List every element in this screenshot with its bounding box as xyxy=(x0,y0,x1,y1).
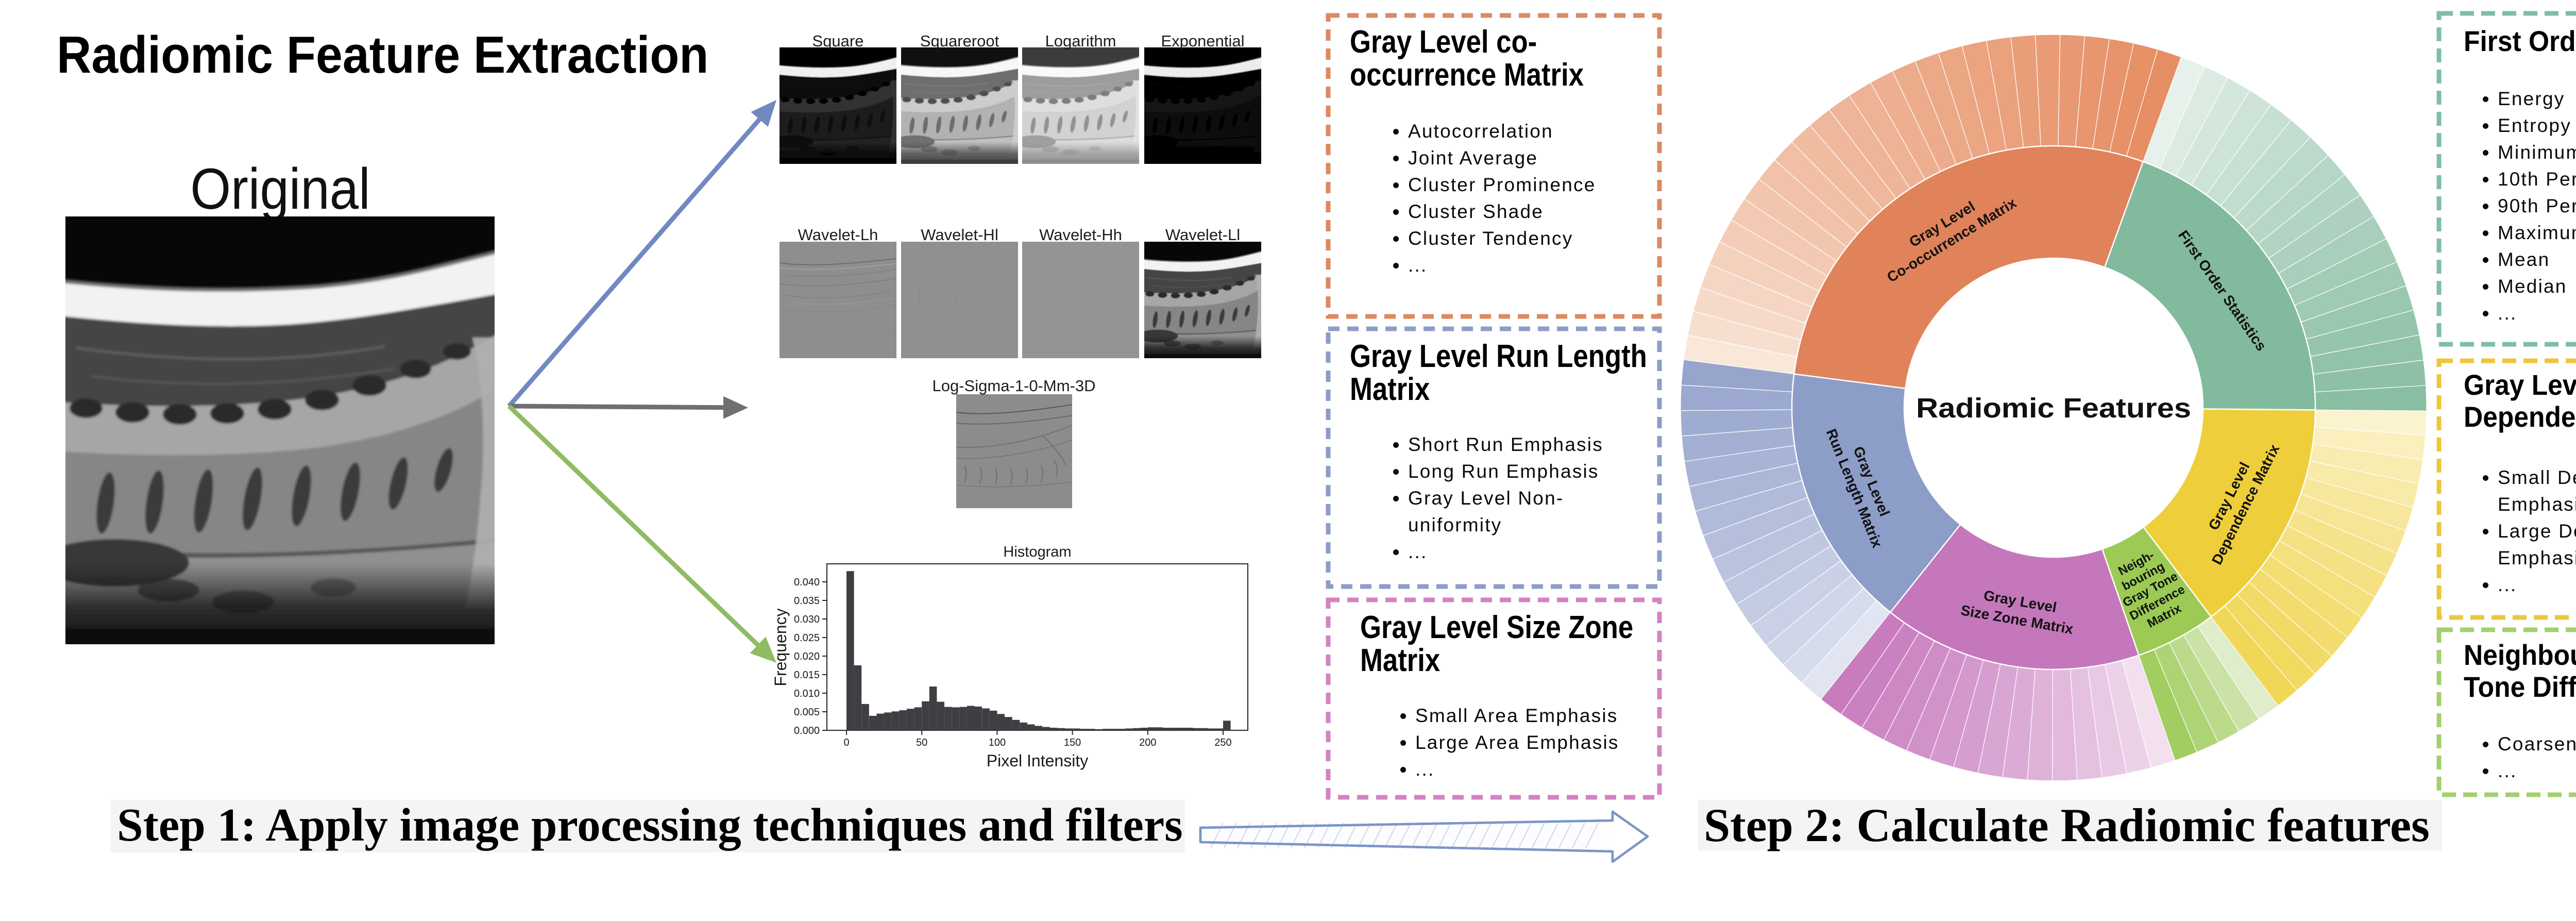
svg-text:200: 200 xyxy=(1139,737,1156,748)
svg-text:Frequency: Frequency xyxy=(771,608,790,686)
svg-text:0.035: 0.035 xyxy=(794,595,820,607)
svg-text:50: 50 xyxy=(916,737,927,748)
svg-text:Radiomic Features: Radiomic Features xyxy=(1916,393,2191,424)
svg-text:0.040: 0.040 xyxy=(794,577,820,588)
svg-text:Pixel Intensity: Pixel Intensity xyxy=(987,751,1088,770)
svg-text:100: 100 xyxy=(989,737,1006,748)
svg-text:0.015: 0.015 xyxy=(794,669,820,681)
svg-text:0.030: 0.030 xyxy=(794,614,820,625)
svg-text:0.005: 0.005 xyxy=(794,707,820,718)
svg-text:150: 150 xyxy=(1064,737,1081,748)
svg-text:0: 0 xyxy=(843,737,849,748)
svg-text:0.025: 0.025 xyxy=(794,632,820,644)
svg-text:0.000: 0.000 xyxy=(794,725,820,736)
svg-text:0.010: 0.010 xyxy=(794,688,820,699)
svg-text:0.020: 0.020 xyxy=(794,651,820,662)
svg-text:Neigh-bouringGray ToneDifferen: Neigh-bouringGray ToneDifferenceMatrix xyxy=(2106,543,2194,636)
svg-text:Histogram: Histogram xyxy=(1003,544,1071,560)
svg-text:250: 250 xyxy=(1214,737,1231,748)
